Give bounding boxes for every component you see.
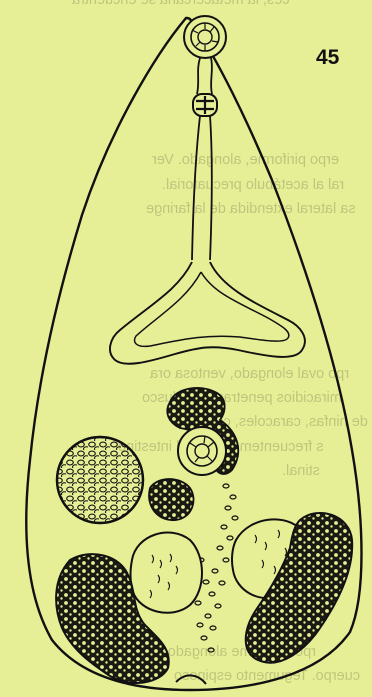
intestinal-caeca [110, 262, 305, 364]
ventral-sucker [178, 427, 226, 475]
pharynx [193, 94, 217, 116]
oral-sucker [184, 16, 226, 58]
shell-gland [149, 479, 194, 520]
testis-left [131, 533, 202, 613]
ovary [57, 437, 143, 523]
